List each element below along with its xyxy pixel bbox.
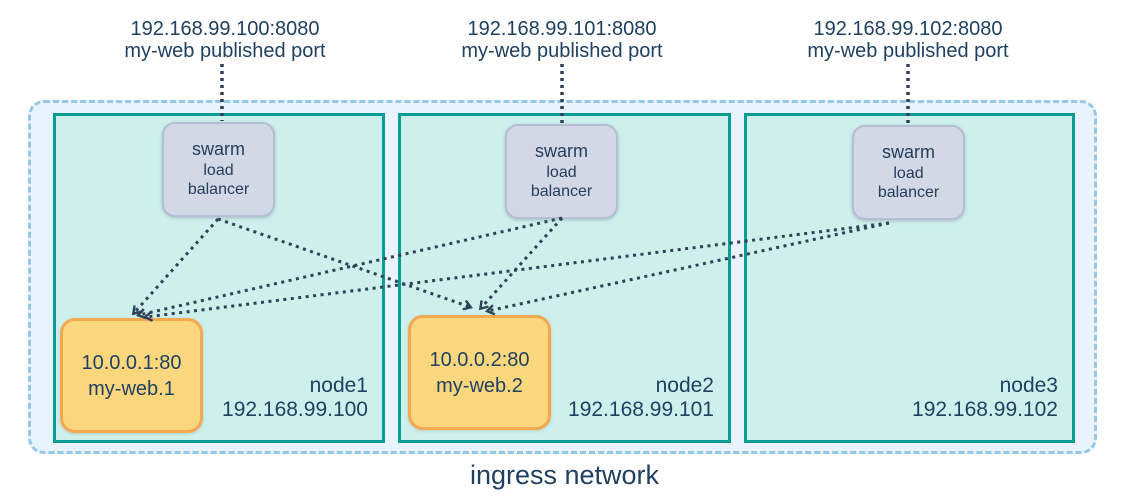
node-name: node1 <box>309 374 368 397</box>
task-name: my-web.1 <box>88 377 175 400</box>
node-ip: 192.168.99.102 <box>912 398 1058 421</box>
lb-label-line3: balancer <box>877 184 940 202</box>
lb-label-line3: balancer <box>530 183 593 201</box>
task-my-web-2: 10.0.0.2:80 my-web.2 <box>408 315 551 430</box>
node1-load-balancer: swarm load balancer <box>162 122 275 217</box>
node3-load-balancer: swarm load balancer <box>852 125 965 220</box>
task-my-web-1: 10.0.0.1:80 my-web.1 <box>60 318 203 433</box>
published-port-label-1: 192.168.99.100:8080 my-web published por… <box>95 18 355 62</box>
node-ip: 192.168.99.101 <box>568 398 714 421</box>
published-port-caption: my-web published port <box>124 40 326 62</box>
lb-label-line2: load <box>546 163 577 181</box>
published-port-caption: my-web published port <box>807 40 1009 62</box>
published-port-label-3: 192.168.99.102:8080 my-web published por… <box>778 18 1038 62</box>
published-port-address: 192.168.99.100:8080 <box>130 18 320 40</box>
published-port-address: 192.168.99.102:8080 <box>813 18 1003 40</box>
lb-label-line2: load <box>203 161 234 179</box>
task-address: 10.0.0.2:80 <box>429 348 530 371</box>
node-ip: 192.168.99.100 <box>222 398 368 421</box>
node2-label: node2 192.168.99.101 <box>398 374 714 422</box>
node1-label: node1 192.168.99.100 <box>53 374 368 422</box>
node3-label: node3 192.168.99.102 <box>744 374 1058 422</box>
task-name: my-web.2 <box>436 374 523 397</box>
lb-label-line2: load <box>893 164 924 182</box>
node-name: node3 <box>999 374 1058 397</box>
lb-label-line1: swarm <box>535 141 588 161</box>
lb-label-line1: swarm <box>882 142 935 162</box>
lb-label-line3: balancer <box>187 181 250 199</box>
published-port-address: 192.168.99.101:8080 <box>467 18 657 40</box>
ingress-network-caption: ingress network <box>469 460 660 490</box>
published-port-label-2: 192.168.99.101:8080 my-web published por… <box>432 18 692 62</box>
task-address: 10.0.0.1:80 <box>81 351 182 374</box>
node-name: node2 <box>655 374 714 397</box>
published-port-caption: my-web published port <box>461 40 663 62</box>
lb-label-line1: swarm <box>192 139 245 159</box>
node2-load-balancer: swarm load balancer <box>505 124 618 219</box>
